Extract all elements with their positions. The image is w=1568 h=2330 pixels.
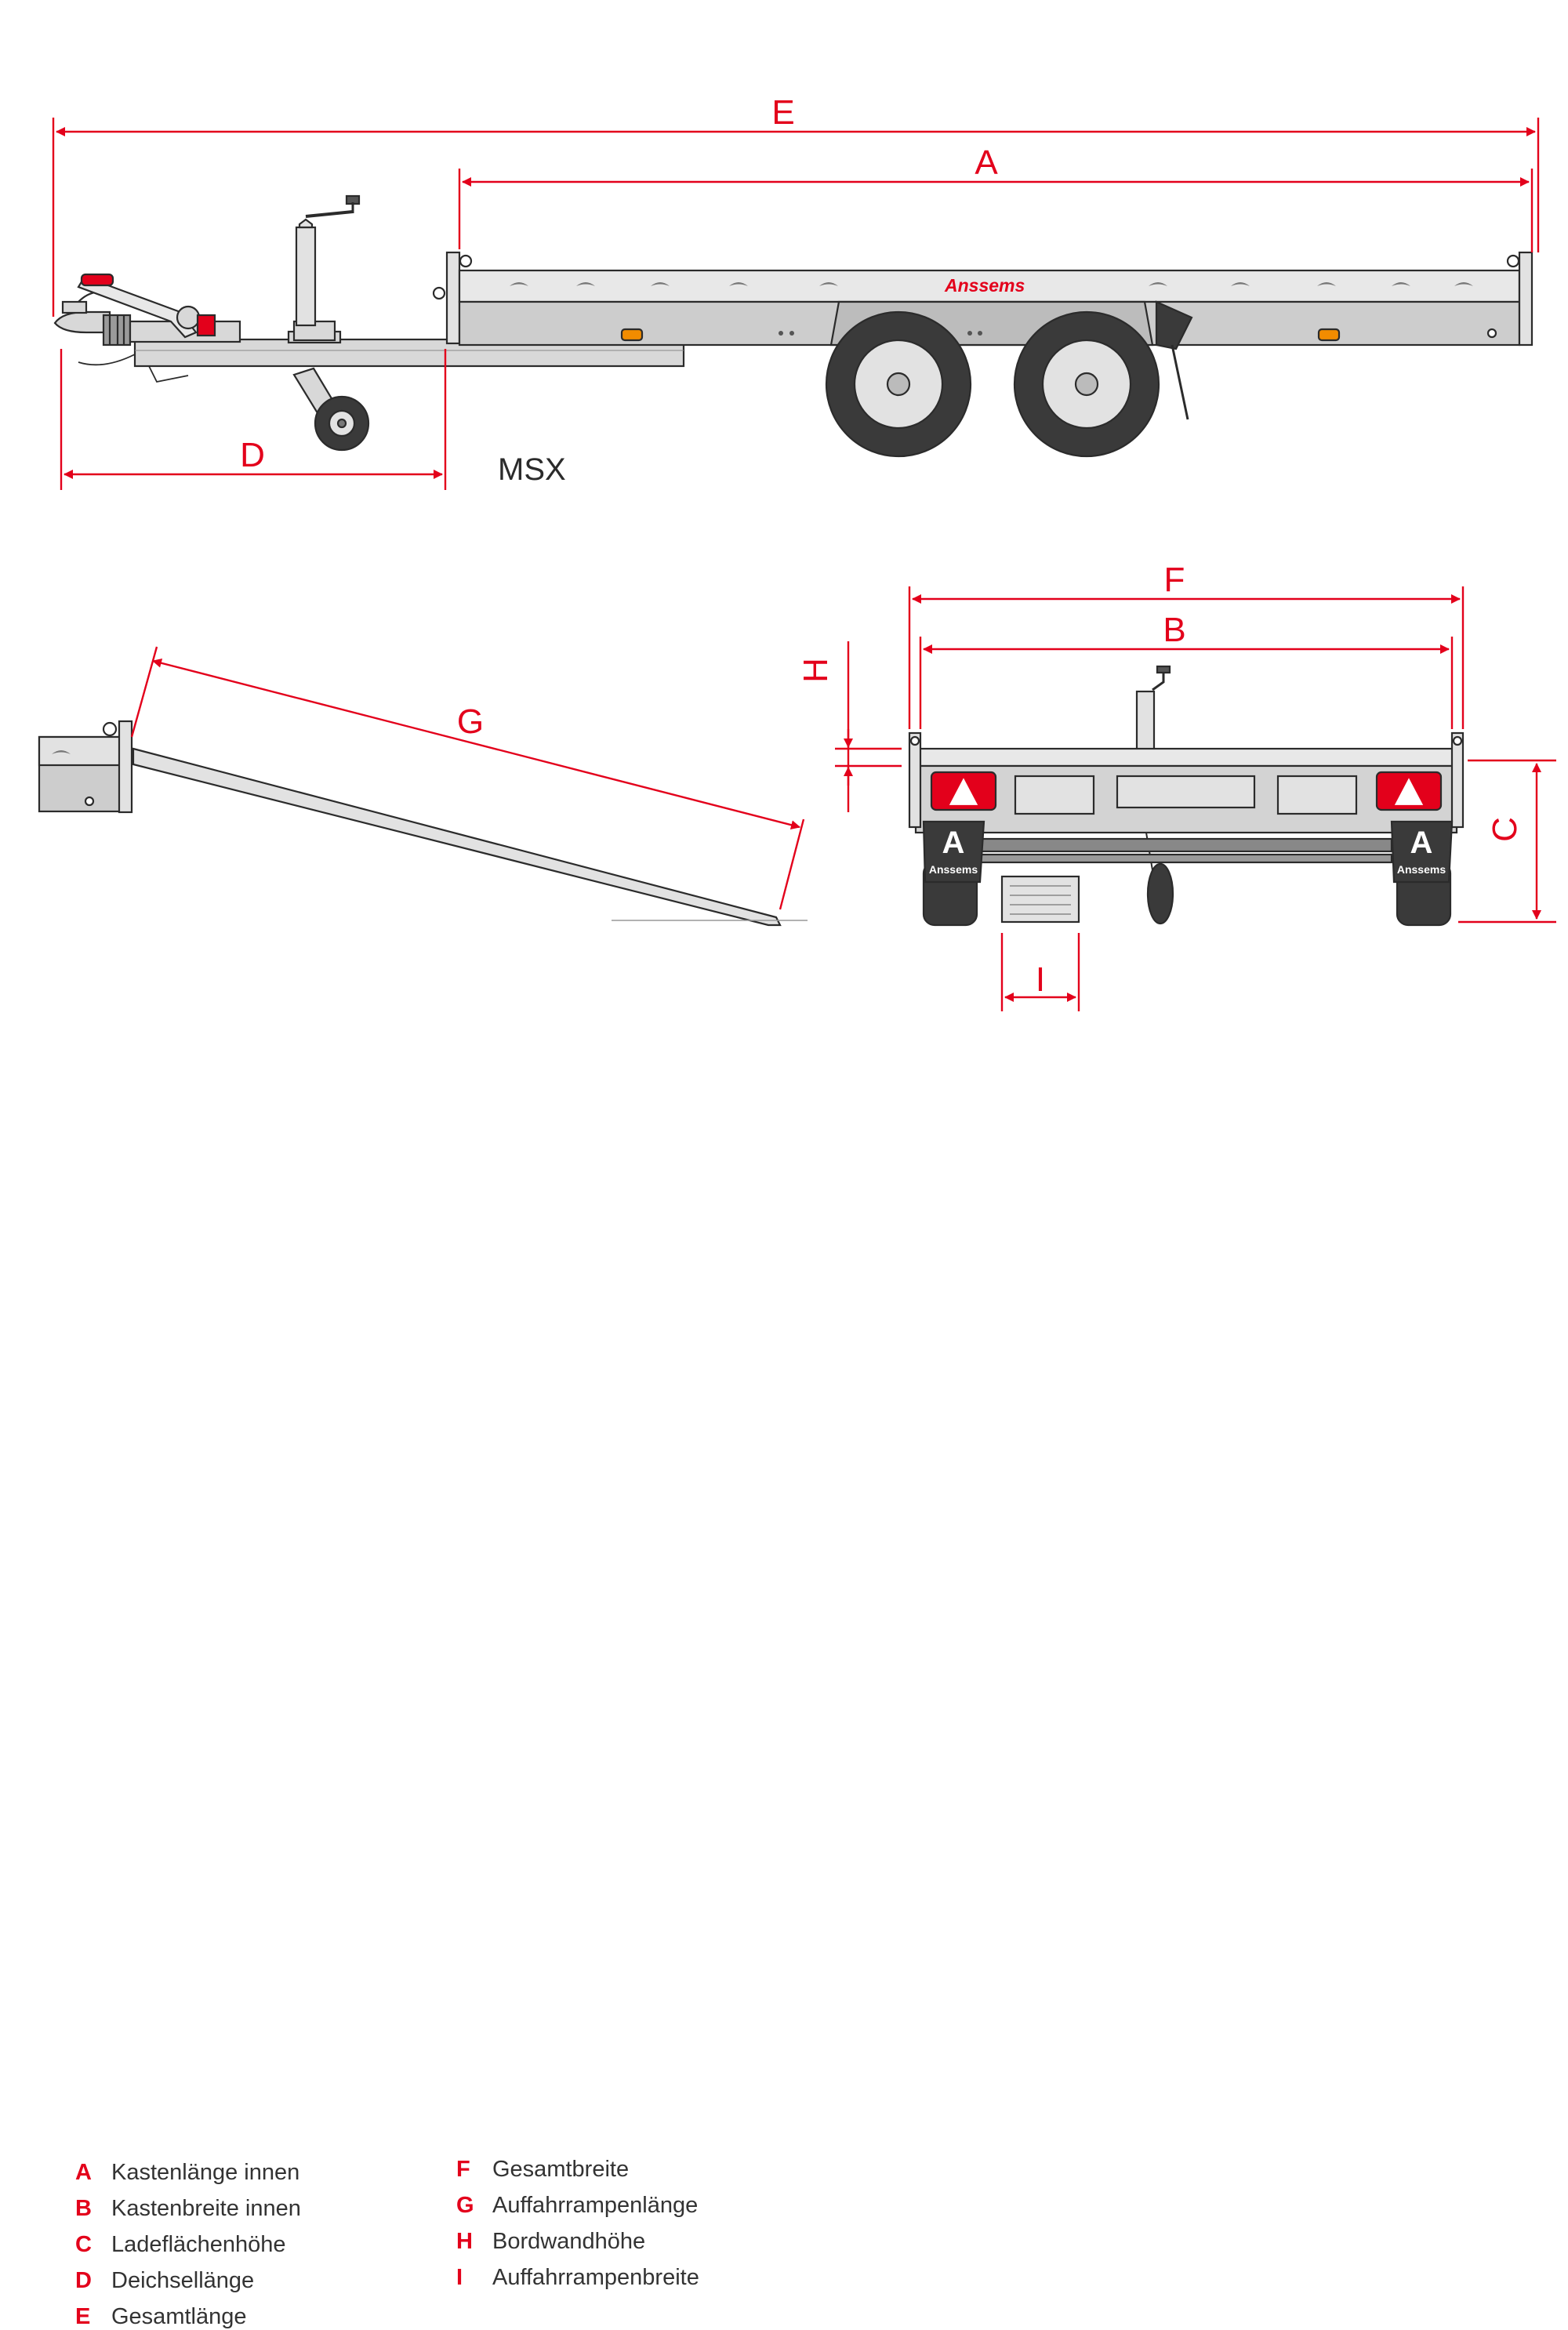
rear-dimensions [835, 586, 1556, 1011]
dimension-label-a: A [975, 143, 998, 182]
dimension-label-b: B [1163, 611, 1185, 649]
dimension-label-e: E [771, 93, 794, 132]
side-view: Anssems [53, 194, 1534, 458]
dimension-label-i: I [1036, 960, 1045, 999]
side-dimensions [52, 118, 1540, 490]
technical-drawing: Anssems E A D MSX G [38, 93, 1556, 2329]
drawing-canvas: Anssems E A D MSX G [38, 93, 1556, 1011]
ramp-dimensions [130, 646, 805, 910]
dimension-label-c: C [1486, 817, 1524, 842]
mudflap-letter-right: A [1410, 826, 1433, 860]
brand-logo-side: Anssems [944, 275, 1025, 296]
dimension-label-d: D [240, 436, 265, 474]
model-label: MSX [498, 452, 566, 487]
mudflap-brand-right: Anssems [1397, 863, 1446, 876]
mudflap-letter-left: A [942, 826, 965, 860]
dimension-label-f: F [1164, 561, 1185, 599]
mudflap-brand-left: Anssems [929, 863, 978, 876]
rear-view [908, 665, 1465, 927]
dimension-label-h: H [797, 658, 835, 683]
dimension-label-g: G [457, 702, 484, 741]
ramp-view [38, 720, 808, 927]
